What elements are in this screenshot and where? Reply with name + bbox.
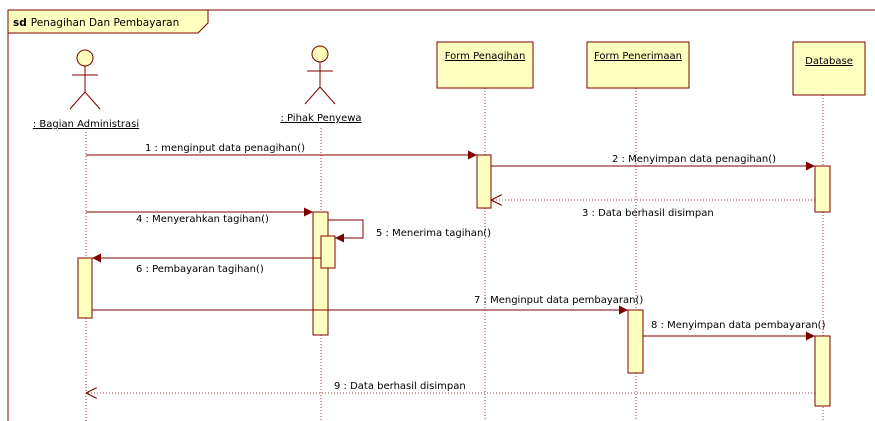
object-database-label: Database <box>805 56 853 67</box>
actor-penyewa-head <box>311 45 329 63</box>
activation-database-1 <box>814 165 831 213</box>
object-form-penagihan-box <box>436 41 534 89</box>
message-7[interactable]: 7 : Menginput data pembayaran() <box>92 295 643 315</box>
object-form-penerimaan[interactable]: Form Penerimaan <box>586 41 690 89</box>
actor-penyewa-leg-right <box>319 86 336 105</box>
actor-penyewa-leg-left <box>304 86 321 105</box>
actor-admin[interactable]: : Bagian Administrasi <box>33 49 139 130</box>
actor-penyewa[interactable]: : Pihak Penyewa <box>280 45 362 124</box>
message-8-label: 8 : Menyimpan data pembayaran() <box>651 320 826 331</box>
object-form-penagihan[interactable]: Form Penagihan <box>436 41 534 89</box>
message-2[interactable]: 2 : Menyimpan data penagihan() <box>491 154 815 171</box>
message-2-label: 2 : Menyimpan data penagihan() <box>612 154 776 165</box>
message-7-label: 7 : Menginput data pembayaran() <box>474 295 643 306</box>
message-3-label: 3 : Data berhasil disimpan <box>582 208 714 219</box>
message-4-label: 4 : Menyerahkan tagihan() <box>136 214 269 225</box>
message-4[interactable]: 4 : Menyerahkan tagihan() <box>86 207 313 225</box>
frame-title-tab <box>7 9 209 34</box>
activation-admin <box>77 257 93 319</box>
activation-form-penagihan <box>476 154 492 209</box>
activation-penyewa <box>312 211 329 336</box>
object-database[interactable]: Database <box>792 41 866 96</box>
actor-admin-leg-right <box>84 91 101 110</box>
message-9-label: 9 : Data berhasil disimpan <box>334 381 466 392</box>
message-5[interactable]: 5 : Menerima tagihan() <box>328 219 491 243</box>
message-5-arrow <box>328 219 364 243</box>
message-6-label: 6 : Pembayaran tagihan() <box>136 264 264 275</box>
object-form-penerimaan-label: Form Penerimaan <box>594 51 682 62</box>
frame-border <box>7 9 875 421</box>
activation-penyewa-self <box>320 235 336 269</box>
object-database-box <box>792 41 866 96</box>
message-8[interactable]: 8 : Menyimpan data pembayaran() <box>643 320 826 341</box>
object-form-penagihan-label: Form Penagihan <box>445 51 526 62</box>
actor-admin-leg-left <box>69 91 86 110</box>
activation-form-penerimaan <box>627 309 644 374</box>
message-5-label: 5 : Menerima tagihan() <box>376 228 491 239</box>
activation-database-2 <box>814 335 831 407</box>
message-6[interactable]: 6 : Pembayaran tagihan() <box>92 253 321 275</box>
message-1-label: 1 : menginput data penagihan() <box>145 143 305 154</box>
message-3[interactable]: 3 : Data berhasil disimpan <box>491 200 815 219</box>
actor-penyewa-label: : Pihak Penyewa <box>280 113 361 124</box>
actor-admin-head <box>76 49 94 67</box>
frame-name: Penagihan Dan Pembayaran <box>31 17 179 29</box>
message-9[interactable]: 9 : Data berhasil disimpan <box>86 381 815 393</box>
message-1[interactable]: 1 : menginput data penagihan() <box>86 143 477 160</box>
object-form-penerimaan-box <box>586 41 690 89</box>
actor-admin-label: : Bagian Administrasi <box>33 119 139 130</box>
frame-keyword: sd <box>13 17 27 29</box>
frame-title: sd Penagihan Dan Pembayaran <box>13 17 179 29</box>
